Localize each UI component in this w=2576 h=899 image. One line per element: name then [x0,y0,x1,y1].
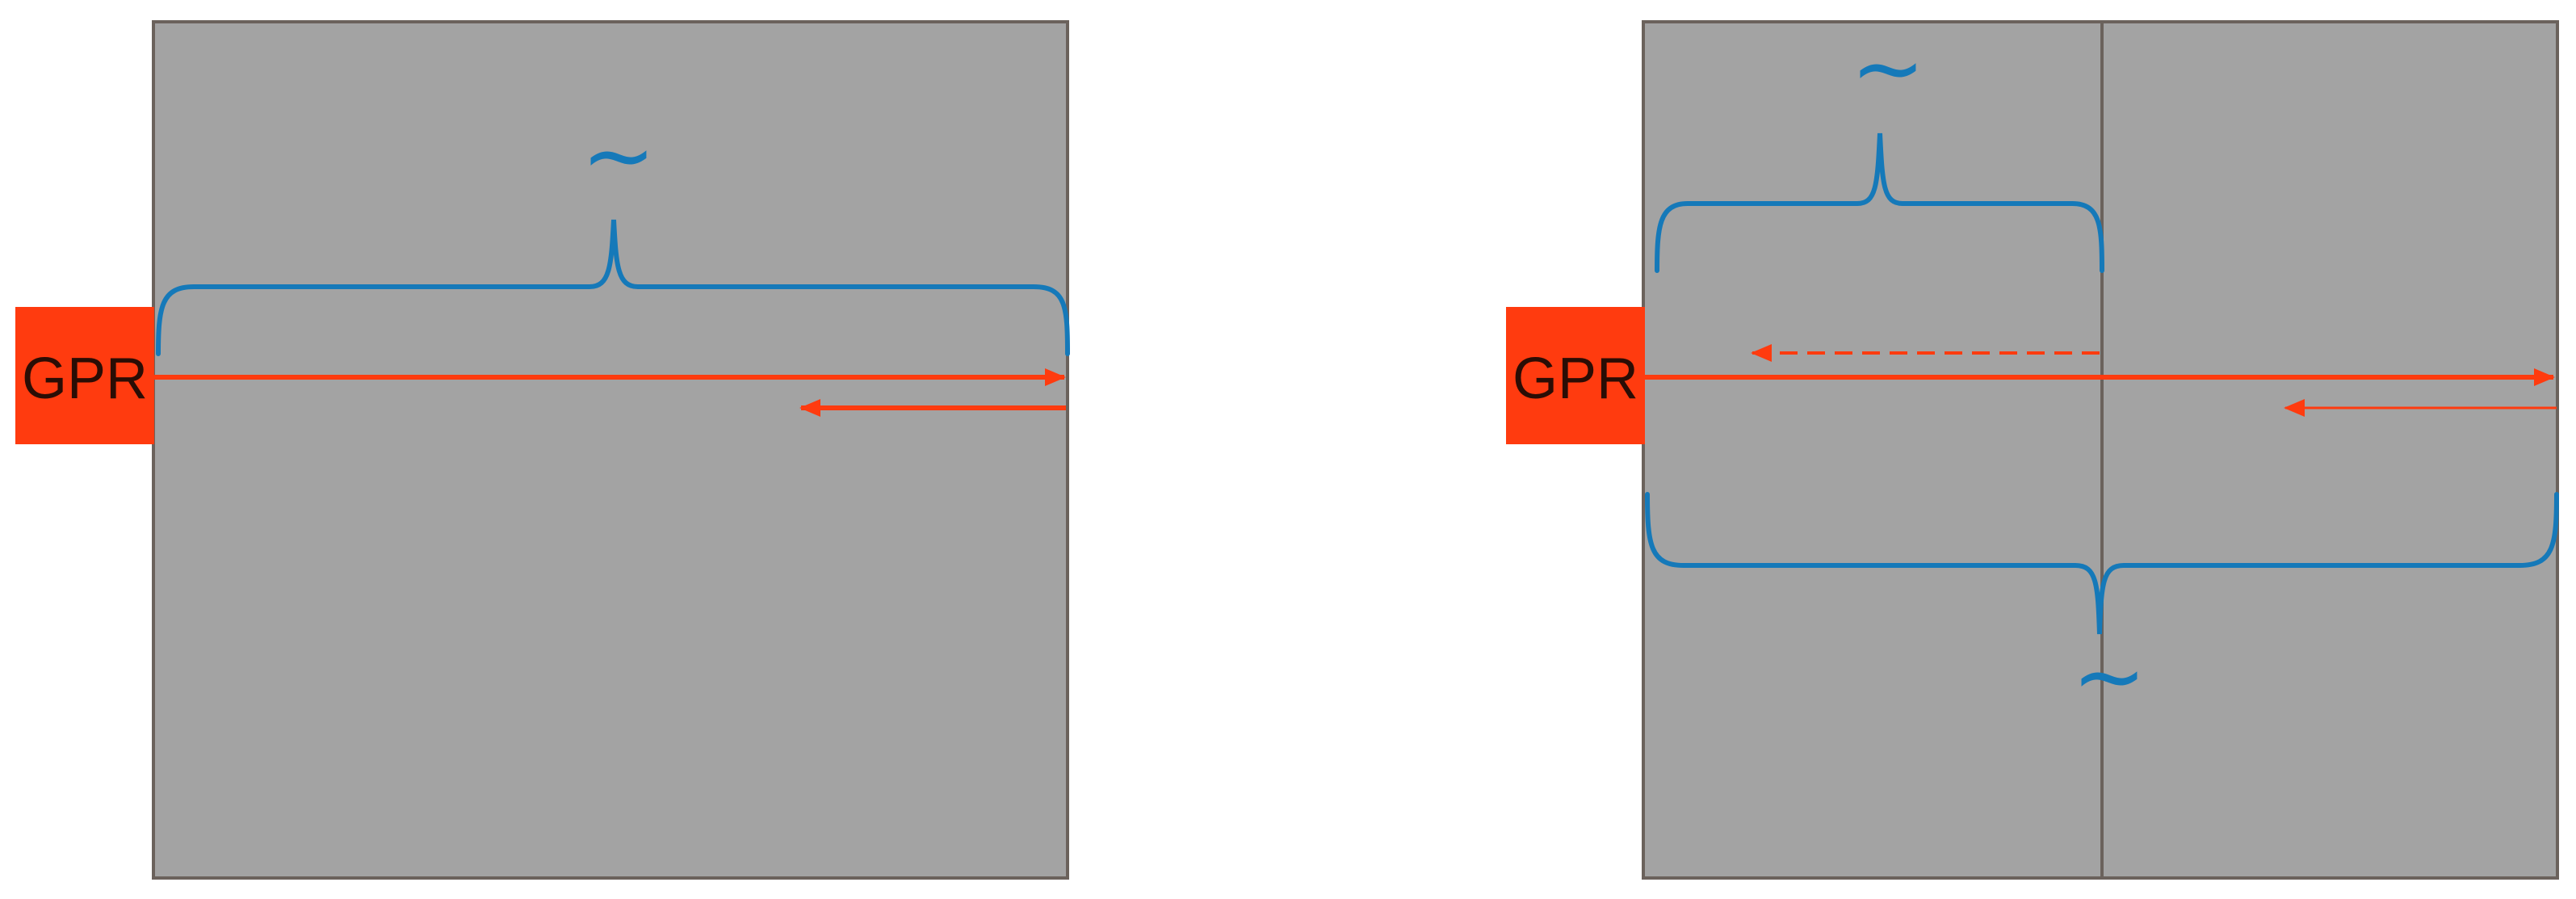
right-bottom-brace-label: ~ [2072,624,2146,728]
left-medium-block [152,20,1069,880]
left-panel: GPR ~ [15,20,1070,880]
right-gpr-label: GPR [1512,347,1638,411]
right-total-thickness-brace [1645,492,2559,635]
right-gpr-antenna [1506,307,1645,444]
right-first-layer-brace [1655,132,2104,273]
left-gpr-label: GPR [22,347,148,411]
right-panel: GPR ~ ~ [1506,16,2559,880]
right-top-brace-label: ~ [1851,16,1925,120]
left-thickness-brace [156,219,1070,356]
left-brace-label: ~ [581,103,656,207]
left-gpr-antenna [15,307,154,444]
